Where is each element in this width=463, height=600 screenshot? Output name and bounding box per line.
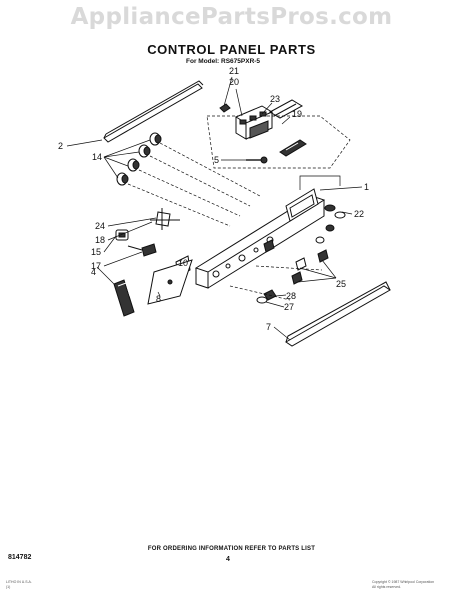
part-label-17: 17 (91, 261, 101, 271)
diagram-code: 814782 (8, 554, 32, 561)
model-number: For Model: RS675PXR-5 (186, 58, 261, 65)
part-label-4: 4 (91, 267, 96, 277)
fine-print-left-line-1: LITHO IN U.S.A. (6, 580, 32, 584)
part-label-15: 15 (91, 247, 101, 257)
part-4-handle (113, 279, 135, 317)
fine-print-left-line-2: (1) (6, 585, 11, 589)
fine-print-right-line-2: All rights reserved. (372, 585, 401, 589)
part-label-21: 21 (229, 66, 239, 76)
part-label-8: 8 (156, 294, 161, 304)
part-17-socket (127, 243, 157, 257)
part-label-10: 10 (178, 258, 188, 268)
part-24-switch (150, 208, 180, 230)
fine-print-left: LITHO IN U.S.A. (1) (6, 580, 32, 590)
part-number-labels: 2 14 21 20 23 19 5 1 22 24 18 15 17 10 4… (58, 66, 369, 332)
part-label-19: 19 (292, 109, 302, 119)
part-7-lower-strip (285, 281, 391, 347)
part-label-24: 24 (95, 221, 105, 231)
part-8-side-plate (147, 259, 193, 305)
part-label-1: 1 (364, 182, 369, 192)
part-label-28: 28 (286, 291, 296, 301)
part-1-control-panel (194, 175, 341, 289)
fine-print-right-line-1: Copyright © 1987 Whirlpool Corporation (372, 580, 435, 584)
part-22-clips (315, 204, 346, 244)
part-5-screw (246, 156, 268, 164)
part-14-knobs (116, 132, 162, 186)
part-label-23: 23 (270, 94, 280, 104)
part-label-27: 27 (284, 302, 294, 312)
part-label-5: 5 (214, 155, 219, 165)
part-label-2: 2 (58, 141, 63, 151)
part-label-25: 25 (336, 279, 346, 289)
part-label-7: 7 (266, 322, 271, 332)
part-label-18: 18 (95, 235, 105, 245)
assembly-dashed-outline (127, 115, 351, 227)
part-27-bracket (229, 285, 291, 304)
leader-lines (66, 76, 363, 341)
ordering-info: FOR ORDERING INFORMATION REFER TO PARTS … (147, 546, 316, 552)
part-25-clips (255, 239, 329, 285)
part-label-14: 14 (92, 152, 102, 162)
part-2-trim-strip (103, 80, 204, 143)
part-label-22: 22 (354, 209, 364, 219)
page-title: CONTROL PANEL PARTS (147, 42, 316, 57)
watermark: AppliancePartsPros.com (70, 4, 393, 30)
fine-print-right: Copyright © 1987 Whirlpool Corporation A… (372, 580, 434, 590)
part-label-20: 20 (229, 77, 239, 87)
part-clock-module (219, 99, 307, 157)
page-number: 4 (226, 556, 230, 563)
part-15-lamp (115, 229, 129, 241)
